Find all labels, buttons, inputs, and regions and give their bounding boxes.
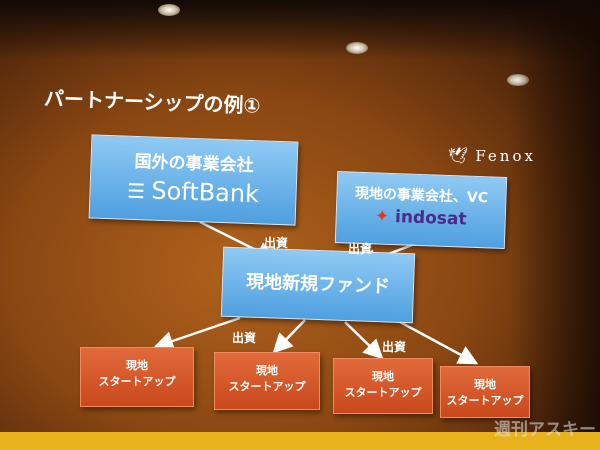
shadow (510, 0, 600, 432)
bird-icon: 🕊 (448, 146, 472, 165)
stage-edge (0, 432, 600, 450)
ceiling-light (158, 4, 180, 16)
fenox-logo: 🕊Fenox (448, 146, 536, 165)
invest-label: 出資 (264, 236, 289, 250)
startup-box: 現地スタートアップ (80, 347, 194, 407)
invest-label: 出資 (348, 242, 373, 256)
logo-text: Fenox (475, 147, 536, 165)
arrow (399, 320, 479, 365)
arrow (272, 319, 306, 354)
local-company-label: 現地の事業会社、VC (354, 185, 489, 207)
arrow (344, 321, 384, 360)
invest-label: 出資 (382, 340, 407, 354)
watermark: 週刊アスキー (494, 420, 596, 440)
ceiling (0, 0, 600, 60)
foreign-company-box: 国外の事業会社 ☰ SoftBank (88, 134, 299, 226)
invest-label: 出資 (232, 331, 257, 345)
startup-box: 現地スタートアップ (333, 358, 433, 414)
local-company-box: 現地の事業会社、VC ✦ indosat (334, 171, 508, 249)
startup-box: 現地スタートアップ (440, 366, 530, 418)
foreign-company-label: 国外の事業会社 (134, 151, 254, 177)
ceiling-light (346, 42, 368, 54)
startup-box: 現地スタートアップ (214, 352, 320, 410)
softbank-logo: ☰ SoftBank (126, 176, 260, 209)
indosat-logo: ✦ indosat (374, 206, 467, 230)
local-fund-box: 現地新規ファンド (220, 246, 416, 324)
arrow (153, 316, 241, 351)
